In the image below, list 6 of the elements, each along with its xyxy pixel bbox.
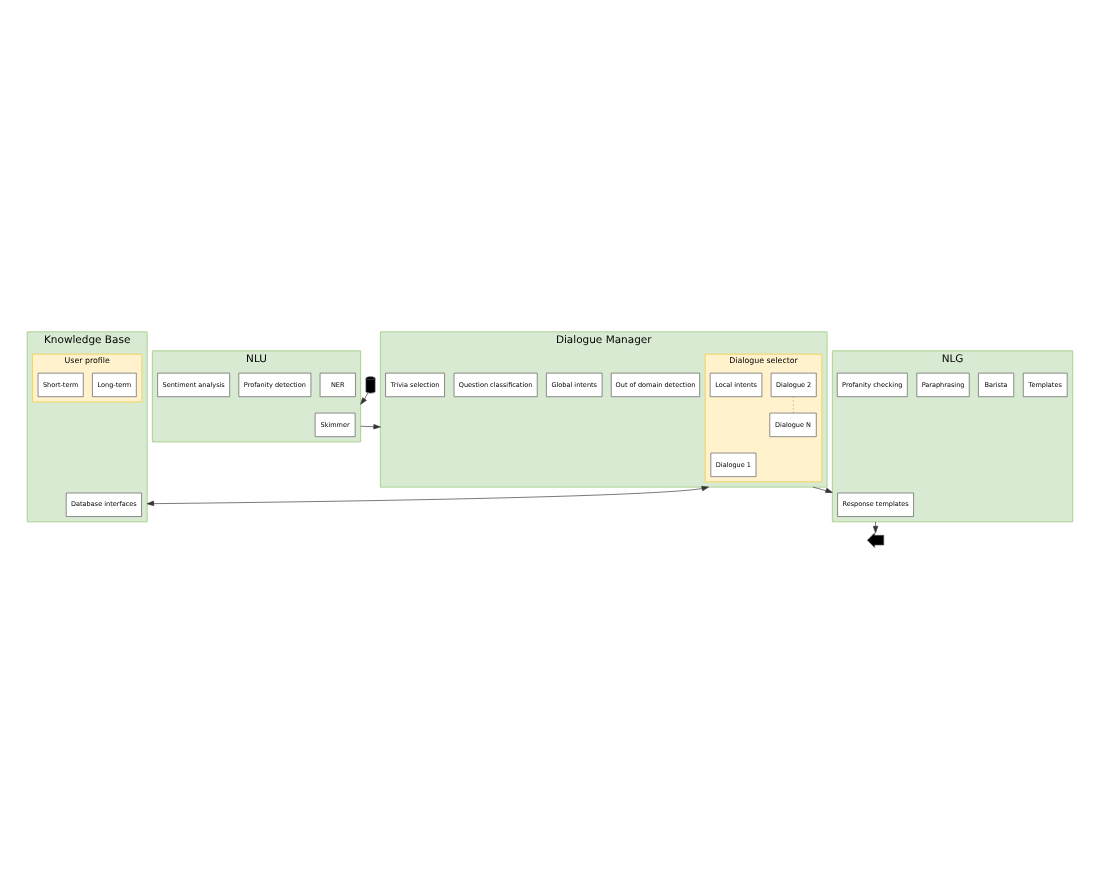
arrow: [812, 485, 833, 492]
node-speaker: [867, 531, 885, 547]
arrow: [872, 520, 879, 533]
arrow: [360, 423, 381, 429]
arrow: [360, 391, 369, 404]
arrow: [146, 485, 709, 505]
